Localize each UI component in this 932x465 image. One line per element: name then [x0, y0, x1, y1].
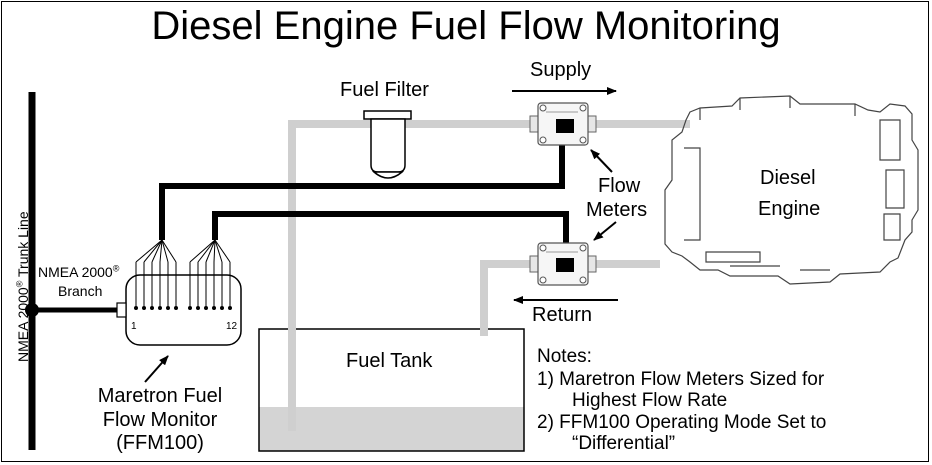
monitor-label-line1: Maretron Fuel	[97, 385, 223, 407]
return-meter-display	[556, 258, 574, 272]
engine-outline	[664, 95, 919, 285]
diesel-engine-label-line1: Diesel	[760, 167, 816, 189]
ffm100-body	[125, 274, 242, 346]
trunk-junction	[25, 303, 39, 317]
supply-meter-cable	[159, 140, 565, 240]
ffm100-connector	[116, 302, 127, 318]
supply-flow-meter	[529, 102, 597, 146]
return-pipe	[480, 260, 530, 336]
trunk-line-text: NMEA 2000	[15, 287, 31, 362]
nmea-branch-label-line2: Branch	[58, 283, 103, 299]
annotation-arrows	[144, 87, 618, 383]
monitor-arrow	[144, 355, 169, 383]
monitor-wires	[135, 239, 231, 306]
flow-meters-label-line2: Meters	[586, 199, 648, 221]
registered-mark: ®	[112, 263, 120, 274]
fuel-filter-cap	[363, 110, 412, 120]
fuel-tank-label: Fuel Tank	[346, 350, 433, 372]
ffm100-monitor	[116, 274, 242, 346]
diesel-engine	[664, 95, 919, 285]
supply-pipe	[288, 120, 530, 431]
return-flow-meter	[529, 242, 597, 286]
fuel-filter-bowl	[371, 171, 405, 179]
flow-meters-label-line1: Flow	[598, 175, 641, 197]
fuel-filter	[363, 110, 412, 179]
fuel-tank	[258, 328, 525, 452]
return-label: Return	[532, 304, 593, 326]
fuel-pipes	[288, 120, 690, 431]
note-1-line1: 1) Maretron Flow Meters Sized for	[537, 369, 825, 390]
note-1-line2: Highest Flow Rate	[572, 390, 728, 411]
diesel-engine-label-line2: Engine	[758, 198, 821, 220]
note-2-line1: 2) FFM100 Operating Mode Set to	[537, 412, 827, 433]
trunk-line-suffix: Trunk Line	[15, 211, 31, 281]
return-meter-cable	[212, 211, 569, 244]
trunk-registered-mark: ®	[14, 280, 25, 288]
flow-meter-arrow-lower	[593, 221, 617, 241]
monitor-label-line2: Flow Monitor	[102, 409, 218, 431]
trunk-line-label: NMEA 2000® Trunk Line	[14, 211, 31, 362]
nmea-cables	[28, 92, 569, 450]
ffm100-pin-first-label: 1	[131, 321, 137, 332]
supply-label: Supply	[530, 59, 592, 81]
ffm100-pins	[134, 306, 232, 310]
nmea-branch-text: NMEA 2000	[38, 264, 113, 280]
notes-heading: Notes:	[537, 346, 592, 367]
ffm100-pin-last-label: 12	[226, 321, 238, 332]
monitor-label-line3: (FFM100)	[116, 432, 204, 454]
fuel-tank-outline	[258, 328, 525, 452]
nmea-branch-label-line1: NMEA 2000®	[38, 263, 120, 280]
fuel-filter-label: Fuel Filter	[340, 79, 429, 101]
supply-meter-display	[556, 119, 574, 133]
fuel-tank-level	[259, 407, 524, 451]
fuel-filter-body	[370, 118, 406, 173]
diagram-title: Diesel Engine Fuel Flow Monitoring	[151, 4, 781, 48]
note-2-line2: “Differential”	[572, 433, 676, 454]
flow-meter-arrow-upper	[590, 149, 613, 173]
